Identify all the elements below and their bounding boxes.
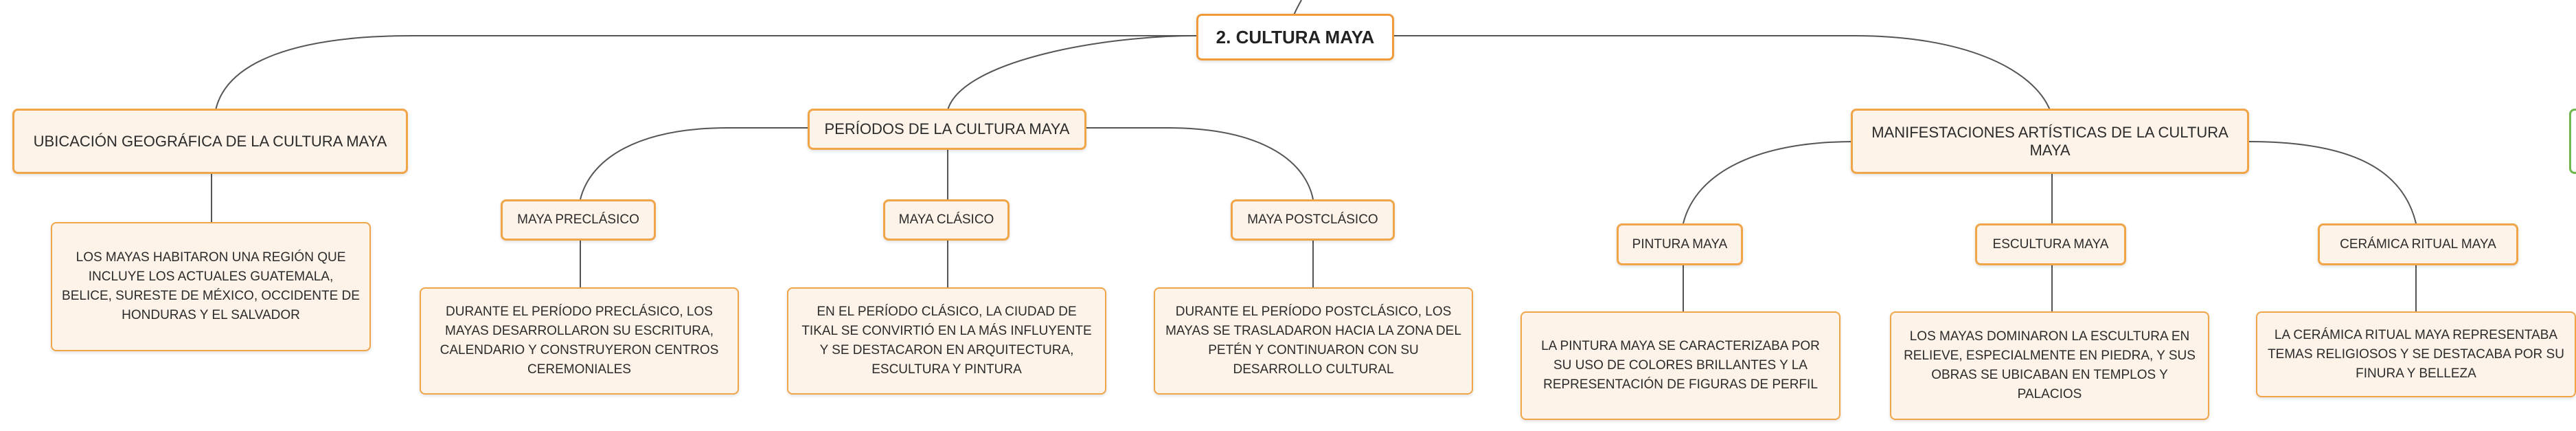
leaf-escultura-text[interactable]: LOS MAYAS DOMINARON LA ESCULTURA EN RELI…: [1890, 311, 2209, 420]
leaf-pintura-text[interactable]: LA PINTURA MAYA SE CARACTERIZABA POR SU …: [1520, 311, 1840, 420]
leaf-clasico-text[interactable]: EN EL PERÍODO CLÁSICO, LA CIUDAD DE TIKA…: [787, 287, 1106, 395]
subtopic-maya-preclasico[interactable]: MAYA PRECLÁSICO: [501, 199, 656, 241]
leaf-ceramica-text[interactable]: LA CERÁMICA RITUAL MAYA REPRESENTABA TEM…: [2256, 311, 2576, 397]
subtopic-maya-postclasico[interactable]: MAYA POSTCLÁSICO: [1231, 199, 1395, 241]
topic-periodos[interactable]: PERÍODOS DE LA CULTURA MAYA: [808, 109, 1086, 150]
subtopic-maya-clasico[interactable]: MAYA CLÁSICO: [883, 199, 1010, 241]
topic-manifestaciones-artisticas[interactable]: MANIFESTACIONES ARTÍSTICAS DE LA CULTURA…: [1851, 109, 2249, 174]
subtopic-escultura-maya[interactable]: ESCULTURA MAYA: [1975, 223, 2126, 265]
leaf-ubicacion-text[interactable]: LOS MAYAS HABITARON UNA REGIÓN QUE INCLU…: [51, 222, 371, 351]
subtopic-ceramica-ritual-maya[interactable]: CERÁMICA RITUAL MAYA: [2318, 223, 2518, 265]
leaf-preclasico-text[interactable]: DURANTE EL PERÍODO PRECLÁSICO, LOS MAYAS…: [420, 287, 739, 395]
root-topic[interactable]: 2. CULTURA MAYA: [1196, 14, 1394, 60]
topic-ubicacion-geografica[interactable]: UBICACIÓN GEOGRÁFICA DE LA CULTURA MAYA: [12, 109, 408, 174]
subtopic-pintura-maya[interactable]: PINTURA MAYA: [1617, 223, 1743, 265]
leaf-postclasico-text[interactable]: DURANTE EL PERÍODO POSTCLÁSICO, LOS MAYA…: [1154, 287, 1473, 395]
offscreen-node-edge[interactable]: [2569, 109, 2576, 174]
